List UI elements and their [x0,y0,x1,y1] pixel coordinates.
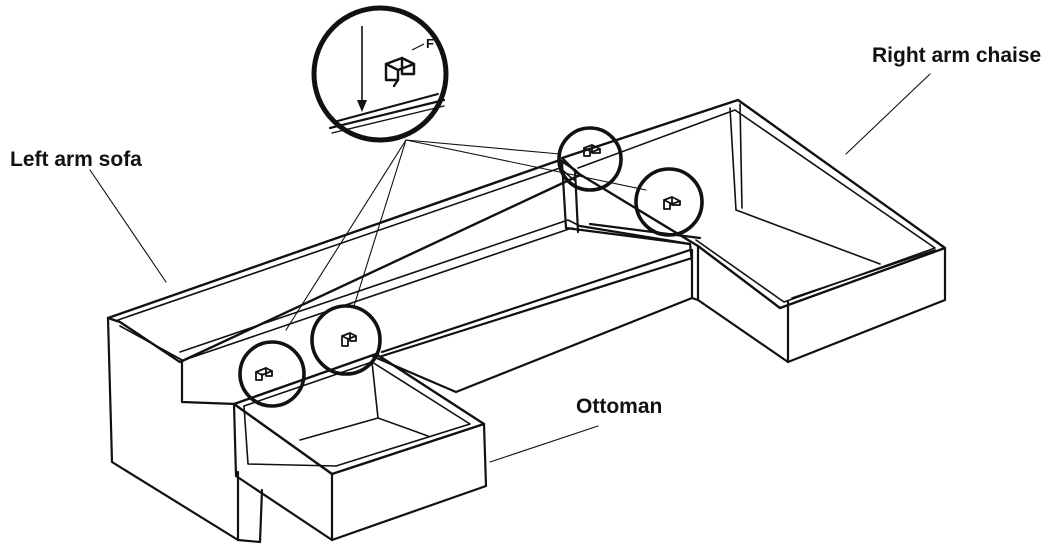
detail-magnifier [311,5,449,143]
label-right-arm-chaise: Right arm chaise [872,44,1041,67]
callout-leaders [89,73,931,463]
part-f-label: F [426,36,434,51]
sectional-frame [106,98,947,544]
ottoman-frame [232,352,488,542]
left-arm-sofa-frame [106,158,582,544]
clip-detail-circle-2 [310,304,382,376]
leader-left-arm-sofa [89,169,167,283]
bracket-clip-icon [255,367,273,381]
down-arrow-icon [357,26,367,112]
bracket-clip-icon [384,56,416,88]
part-f-leader [411,43,425,51]
rail-edge [328,93,446,134]
leader-detail-3 [405,139,561,155]
label-ottoman: Ottoman [576,395,662,418]
bracket-clip-icon [341,332,357,347]
bracket-clip-icon [583,144,601,157]
clip-detail-circle-4 [634,167,704,237]
leader-right-arm-chaise [845,73,931,155]
clip-detail-circle-1 [238,340,306,408]
detail-circles [238,126,704,408]
label-left-arm-sofa: Left arm sofa [10,148,142,171]
clip-detail-circle-3 [557,126,623,192]
leader-detail-1 [285,139,407,331]
magnified-detail: F [311,5,449,143]
bracket-clip-icon [663,196,681,210]
right-arm-chaise-frame [560,98,947,364]
leader-ottoman [489,425,599,463]
leader-detail-4 [405,139,647,191]
leader-detail-2 [353,139,407,307]
